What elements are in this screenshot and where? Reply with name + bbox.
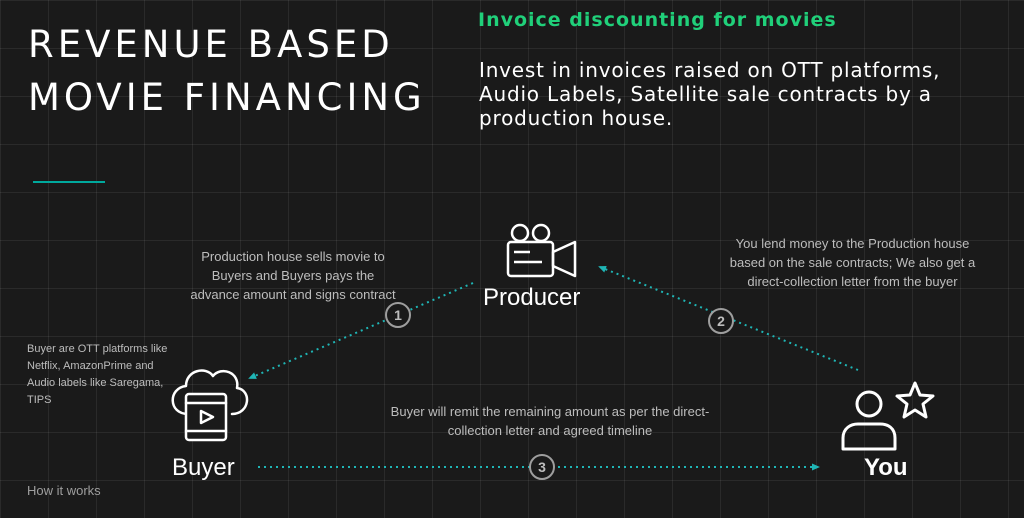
step-badge-2: 2 <box>708 308 734 334</box>
step-badge-3: 3 <box>529 454 555 480</box>
you-label: You <box>864 454 908 481</box>
buyer-label: Buyer <box>172 454 235 481</box>
title-underline <box>33 181 105 183</box>
step-2-description: You lend money to the Production house b… <box>729 236 976 289</box>
cloud-video-icon <box>171 369 249 442</box>
movie-camera-icon <box>506 223 577 278</box>
step-3-description: Buyer will remit the remaining amount as… <box>390 404 710 438</box>
step-badge-1: 1 <box>385 302 411 328</box>
producer-label: Producer <box>483 284 581 311</box>
step-number-1: 1 <box>394 307 402 323</box>
arrow-producer-to-buyer <box>248 282 474 379</box>
footer-caption: How it works <box>27 483 101 498</box>
subheading: Invoice discounting for movies <box>478 9 837 31</box>
buyer-description: Buyer are OTT platforms like Netflix, Am… <box>27 343 168 406</box>
step-number-3: 3 <box>538 459 546 475</box>
intro-text: Invest in invoices raised on OTT platfor… <box>479 58 941 130</box>
step-number-2: 2 <box>717 313 725 329</box>
user-star-icon <box>841 381 935 451</box>
page-title: REVENUE BASED MOVIE FINANCING <box>28 23 426 119</box>
step-1-description: Production house sells movie to Buyers a… <box>190 249 396 302</box>
